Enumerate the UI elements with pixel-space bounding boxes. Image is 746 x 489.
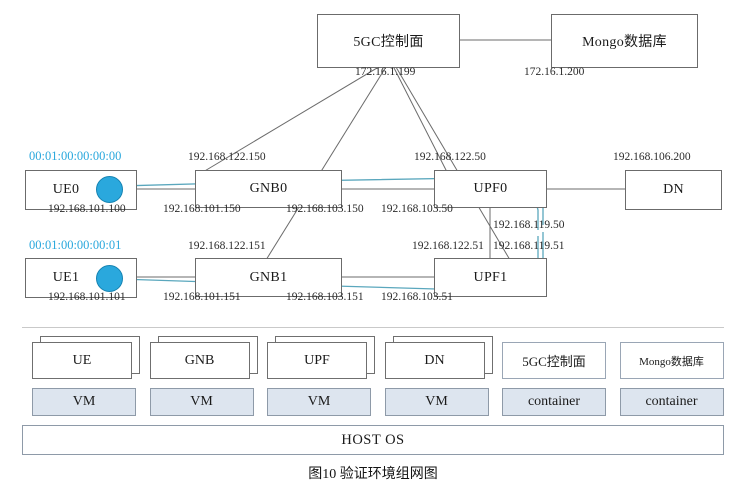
node-label: DN xyxy=(663,182,684,197)
legend-layer-label: container xyxy=(645,394,698,409)
node-mongo-db[interactable]: Mongo数据库 xyxy=(551,14,698,68)
node-5gc-control-plane[interactable]: 5GC控制面 xyxy=(317,14,460,68)
mac-ue1: 00:01:00:00:00:01 xyxy=(29,238,122,252)
node-label: UPF1 xyxy=(473,269,508,285)
figure-caption: 图10 验证环境组网图 xyxy=(308,467,438,482)
legend-app-label: UPF xyxy=(304,352,330,368)
legend-app-box: UE xyxy=(32,342,132,379)
legend-app-label: DN xyxy=(424,352,445,368)
legend-app-label: UE xyxy=(72,352,92,368)
node-label: 5GC控制面 xyxy=(353,35,424,50)
ip-ue1: 192.168.101.101 xyxy=(48,291,126,303)
legend-app-label: 5GC控制面 xyxy=(522,354,586,369)
node-label: UE1 xyxy=(52,270,80,285)
node-label: UPF0 xyxy=(473,181,508,196)
host-os-box: HOST OS xyxy=(22,425,724,455)
ue0-radio-icon xyxy=(96,176,123,203)
ip-gnb1-left: 192.168.101.151 xyxy=(163,291,241,303)
ip-gnb1-right: 192.168.103.151 xyxy=(286,291,364,303)
legend-layer-label: VM xyxy=(307,394,331,409)
ip-upf1-net: 192.168.119.51 xyxy=(493,240,565,252)
node-label: GNB0 xyxy=(249,181,288,196)
legend-app-box: UPF xyxy=(267,342,367,379)
ip-upf0-net: 192.168.119.50 xyxy=(493,219,565,231)
legend-layer-label: container xyxy=(527,394,581,409)
ip-gnb0-left: 192.168.101.150 xyxy=(163,203,241,215)
node-label: Mongo数据库 xyxy=(582,35,667,50)
legend-layer-box: VM xyxy=(32,388,136,416)
ip-upf1-mgmt: 192.168.122.51 xyxy=(412,240,484,252)
ip-upf0-mgmt: 192.168.122.50 xyxy=(414,151,486,163)
legend-layer-box: container xyxy=(502,388,606,416)
mac-ue0: 00:01:00:00:00:00 xyxy=(29,149,122,163)
legend-app-box: Mongo数据库 xyxy=(619,342,724,379)
ip-upf0-left: 192.168.103.50 xyxy=(381,203,453,215)
legend-app-box: GNB xyxy=(149,342,250,379)
legend-divider xyxy=(22,327,724,328)
legend-layer-box: VM xyxy=(267,388,371,416)
legend-app-label: Mongo数据库 xyxy=(639,355,704,368)
ip-dn: 192.168.106.200 xyxy=(613,151,691,163)
legend-layer-box: VM xyxy=(384,388,489,416)
node-dn[interactable]: DN xyxy=(625,170,722,210)
ip-gnb0-right: 192.168.103.150 xyxy=(286,203,364,215)
ip-gnb1-mgmt: 192.168.122.151 xyxy=(188,240,266,252)
legend-layer-label: VM xyxy=(72,394,96,409)
legend-app-box: 5GC控制面 xyxy=(502,342,606,379)
ue1-radio-icon xyxy=(96,265,123,292)
ip-upf1-left: 192.168.103.51 xyxy=(381,291,453,303)
legend-layer-box: container xyxy=(619,388,724,416)
ip-gnb0-mgmt: 192.168.122.150 xyxy=(188,151,266,163)
legend-layer-label: VM xyxy=(190,394,213,409)
node-label: GNB1 xyxy=(249,269,288,285)
node-label: UE0 xyxy=(52,182,80,197)
host-os-label: HOST OS xyxy=(341,431,405,448)
legend-app-label: GNB xyxy=(184,352,215,368)
ip-5gc-control-plane: 172.16.1.199 xyxy=(355,66,416,78)
legend-layer-label: VM xyxy=(425,394,448,409)
legend-layer-box: VM xyxy=(149,388,254,416)
ip-mongo-db: 172.16.1.200 xyxy=(524,66,585,78)
legend-app-box: DN xyxy=(384,342,485,379)
ip-ue0: 192.168.101.100 xyxy=(48,203,126,215)
